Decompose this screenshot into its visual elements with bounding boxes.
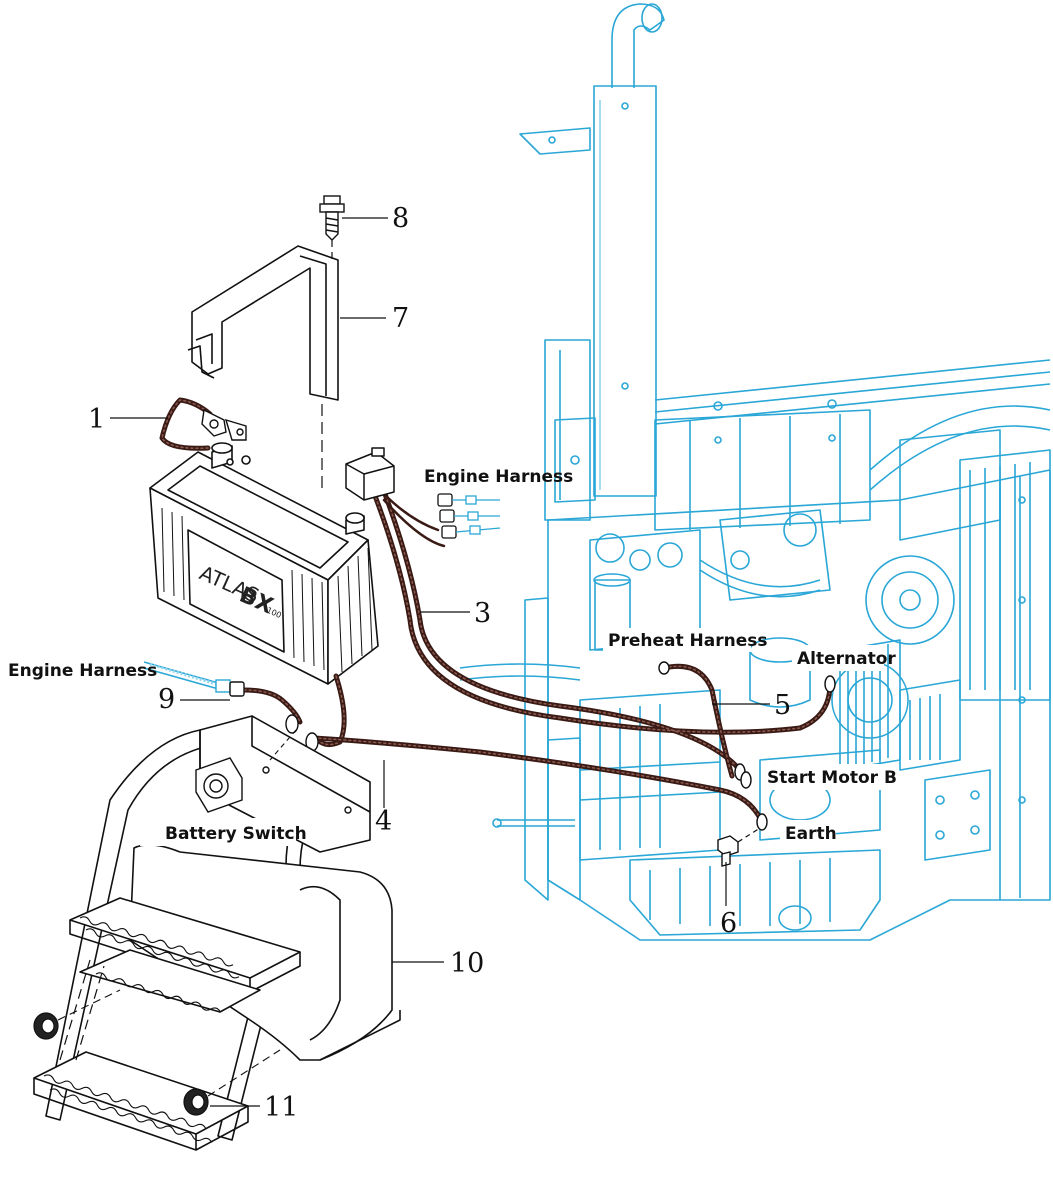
label-engine-harness-left: Engine Harness <box>8 661 157 681</box>
earth-bolt-line <box>737 827 761 843</box>
knob-line-left <box>57 989 121 1021</box>
callout-9: 9 <box>158 684 175 715</box>
callout-numbers: 1 3 4 5 6 7 8 9 10 11 <box>88 203 791 1123</box>
label-engine-harness-top: Engine Harness <box>424 467 573 487</box>
label-preheat-harness: Preheat Harness <box>608 631 767 651</box>
battery-box-step <box>33 715 401 1151</box>
harness-connector <box>345 447 395 501</box>
engine-label-backgrounds <box>603 628 898 846</box>
harness-plugs <box>437 493 501 539</box>
callout-6: 6 <box>720 908 737 939</box>
engine-harness-lead <box>143 661 245 697</box>
callout-11: 11 <box>264 1092 298 1123</box>
text-labels: Engine Harness Engine Harness Preheat Ha… <box>8 467 897 846</box>
callout-5: 5 <box>774 690 791 721</box>
hold-down-bolt <box>319 195 345 241</box>
battery-switch <box>195 757 352 814</box>
label-start-motor: Start Motor B <box>767 768 897 788</box>
label-battery-switch: Battery Switch <box>165 824 307 844</box>
cables <box>159 397 833 825</box>
leader-lines <box>110 217 770 1107</box>
callout-7: 7 <box>392 303 409 334</box>
label-earth: Earth <box>785 824 837 844</box>
earth-bolt <box>717 835 739 867</box>
label-alternator: Alternator <box>797 649 896 669</box>
knob-line-right <box>207 1049 281 1097</box>
callout-8: 8 <box>392 203 409 234</box>
callout-1: 1 <box>88 404 105 435</box>
step-knobs <box>33 1012 209 1116</box>
callout-3: 3 <box>474 598 491 629</box>
callout-10: 10 <box>450 948 484 979</box>
battery-strap <box>187 245 339 401</box>
callout-4: 4 <box>375 806 392 837</box>
step-treads <box>43 916 240 1143</box>
cable-end-line <box>269 729 297 761</box>
battery <box>149 442 379 685</box>
